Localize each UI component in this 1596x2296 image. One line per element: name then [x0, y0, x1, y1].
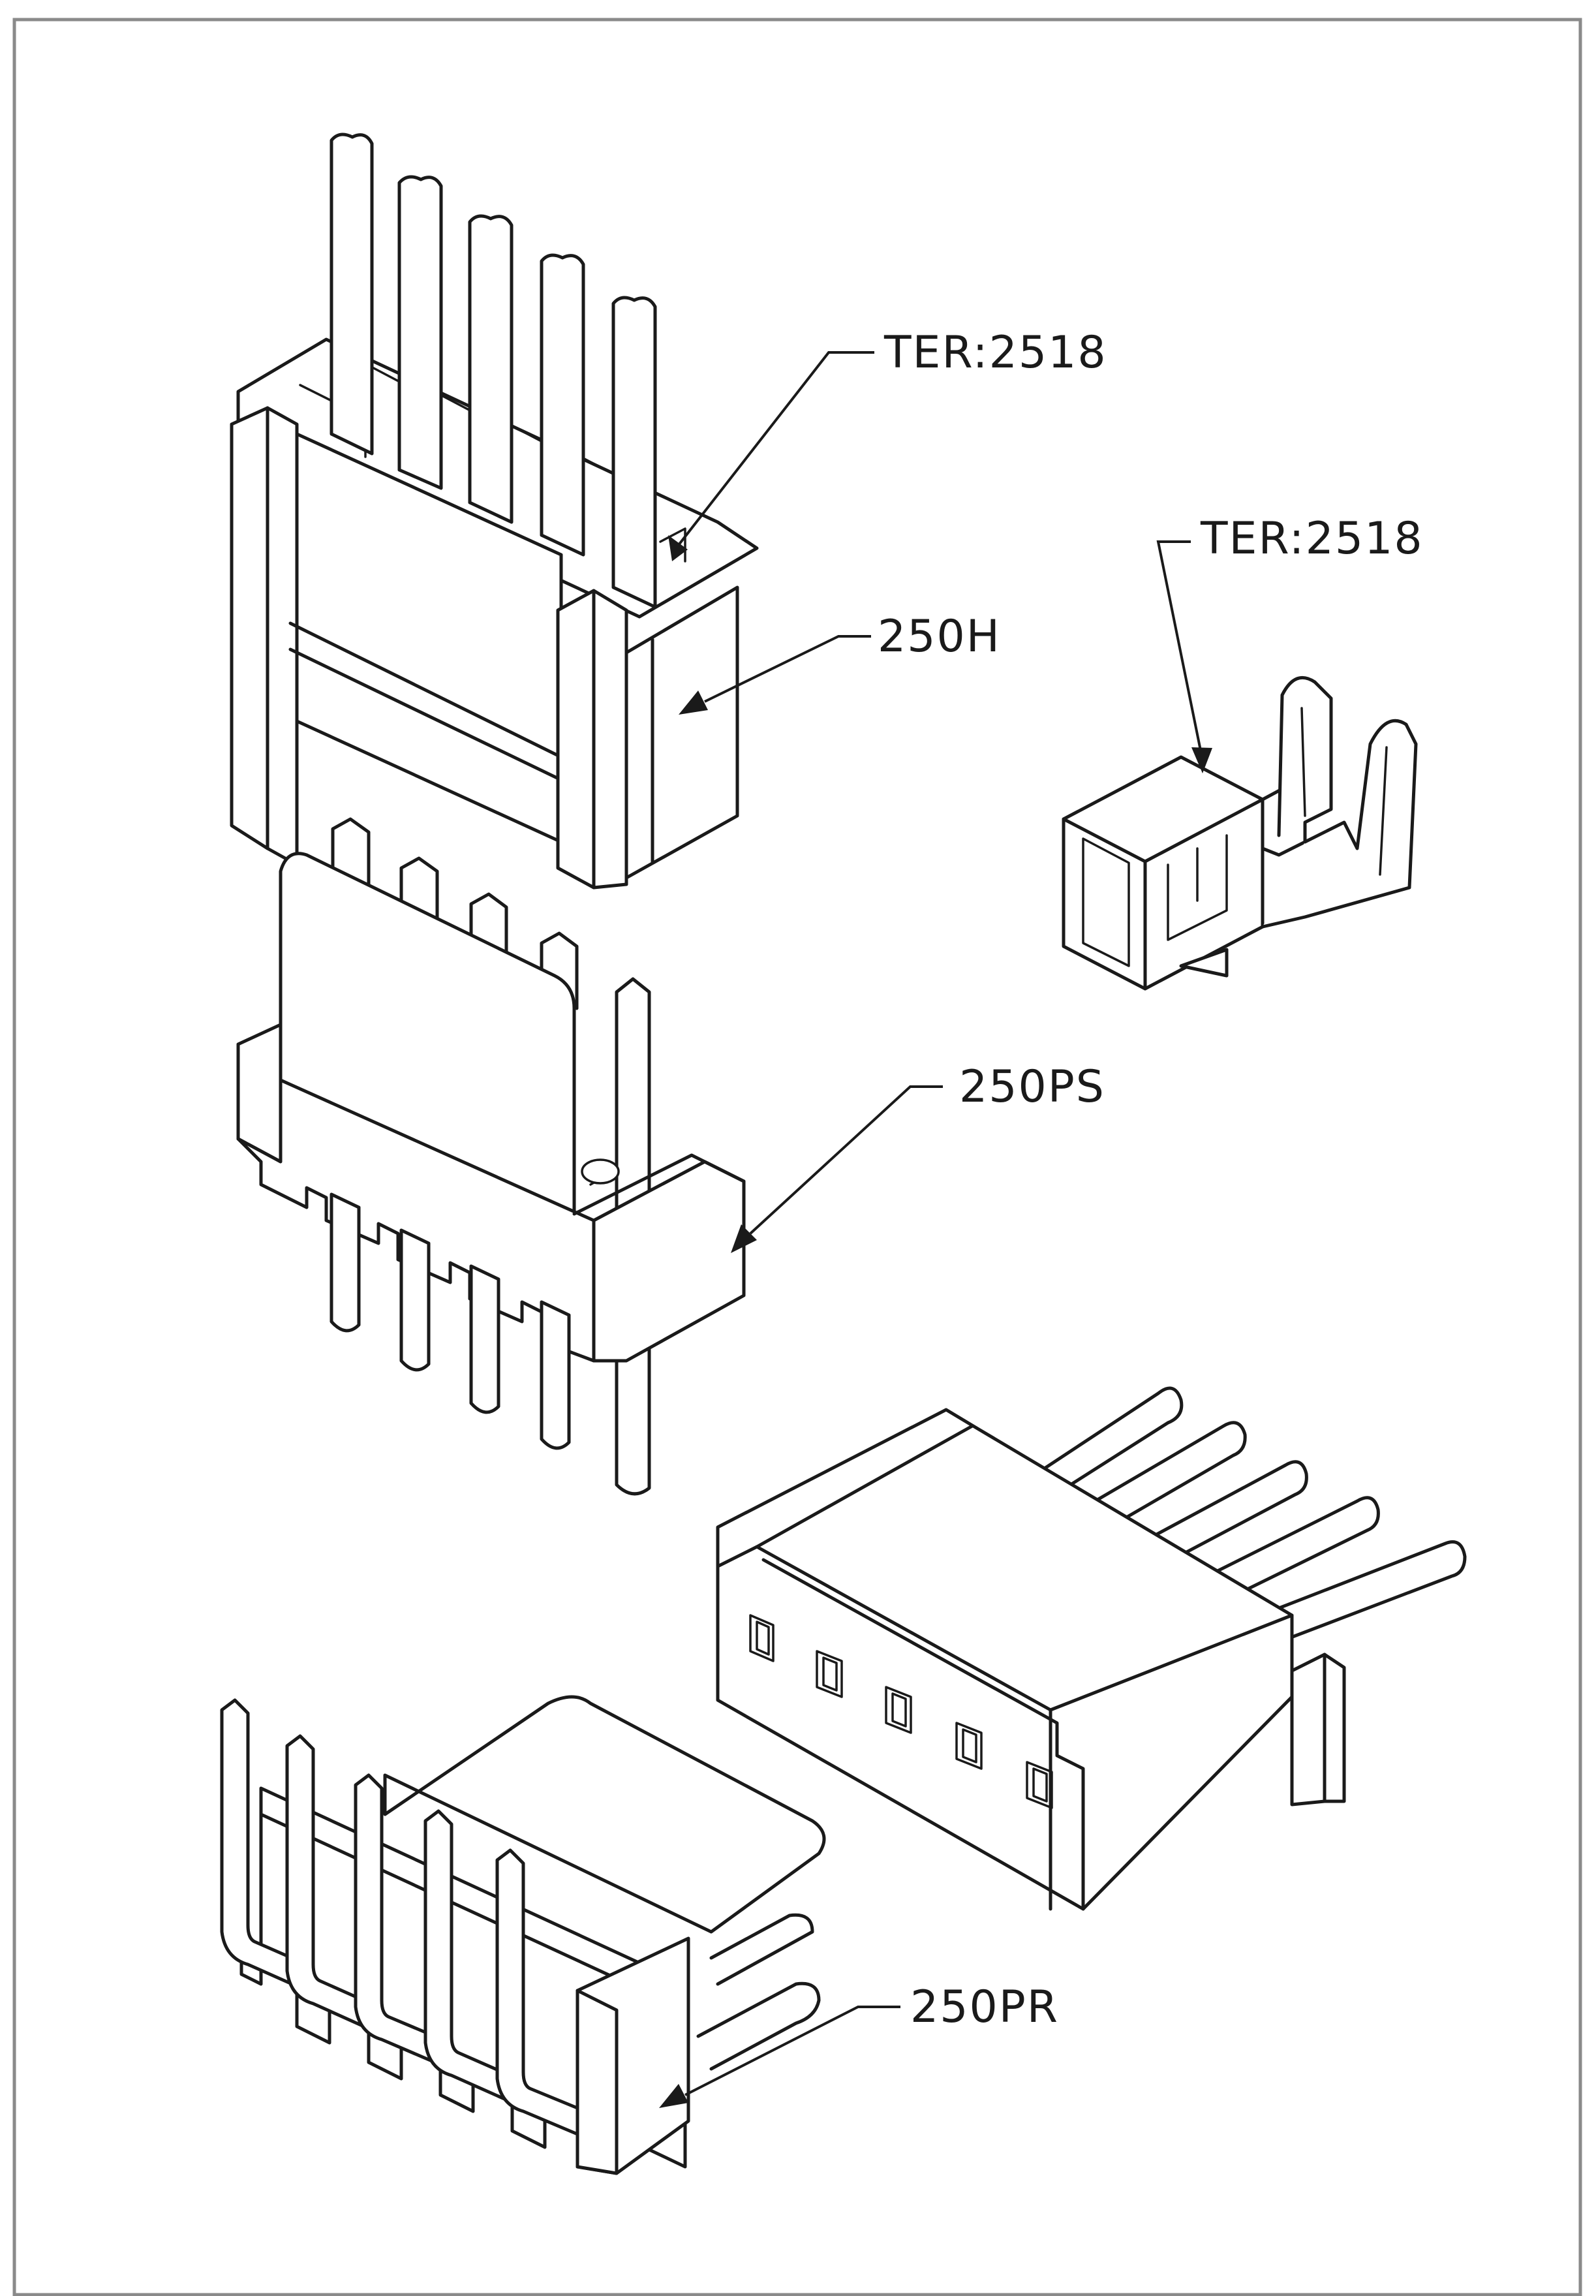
callout-straight-header: 250PS [959, 1061, 1105, 1113]
callout-loose-terminal: TER:2518 [1200, 513, 1424, 565]
callout-housing-terminal: TER:2518 [883, 327, 1107, 379]
callout-leaders [659, 351, 1212, 2108]
callout-housing: 250H [878, 611, 1001, 662]
crimp-housing-drawing [716, 1386, 1467, 1911]
header-250ps-drawing [236, 817, 746, 1496]
loose-terminal-drawing [1062, 675, 1418, 991]
sheet-frame [12, 18, 1582, 2296]
housing-250h-drawing [230, 132, 759, 890]
header-250pr-drawing [220, 1695, 826, 2175]
callout-right-angle-header: 250PR [910, 1981, 1059, 2033]
